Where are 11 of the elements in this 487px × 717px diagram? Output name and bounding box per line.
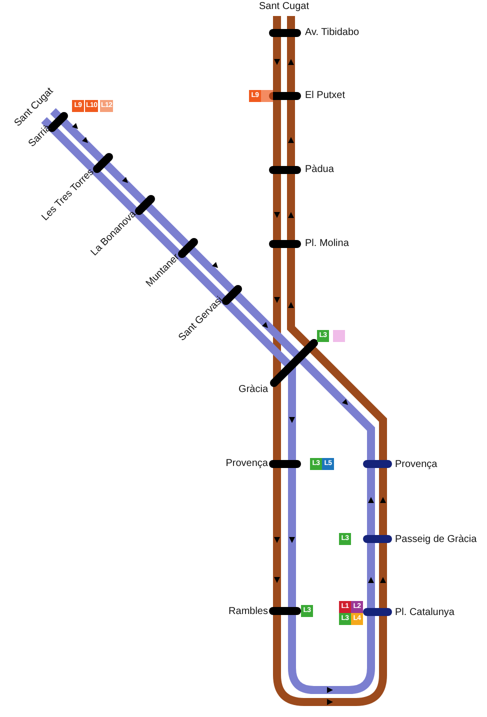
station-label: Av. Tibidabo [305, 27, 360, 39]
station-label: Passeig de Gràcia [395, 534, 477, 546]
station-label: El Putxet [305, 90, 346, 102]
station-label: Pl. Catalunya [395, 607, 454, 619]
station-label: Gràcia [238, 384, 268, 396]
station-label: Provença [226, 458, 268, 470]
station-label: Pl. Molina [305, 238, 349, 250]
station-label: Rambles [228, 606, 268, 618]
station-label: Pàdua [305, 164, 334, 176]
terminus-label: Sant Cugat [258, 1, 310, 13]
station-label: Provença [395, 459, 438, 471]
